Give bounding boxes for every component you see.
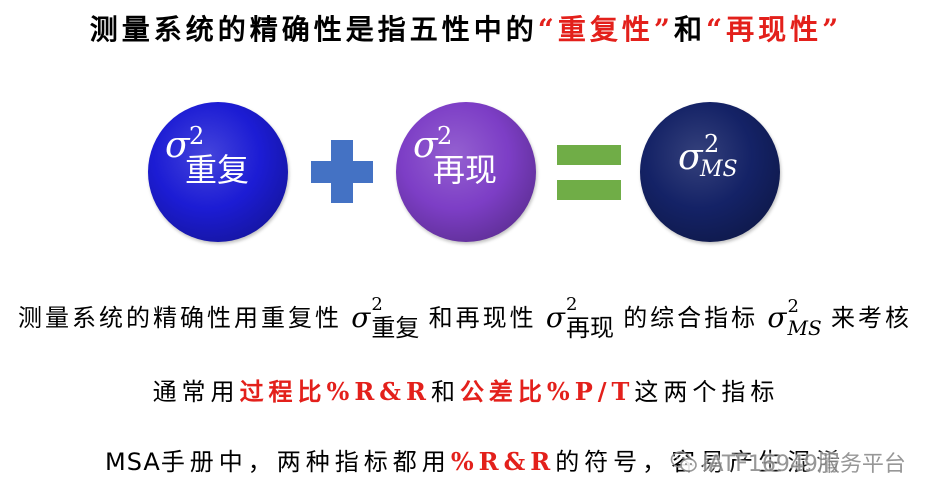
statement-formula-reproducibility: σ 2 再现	[545, 294, 614, 342]
note-msa: MSA	[105, 448, 161, 476]
statement-line: 测量系统的精确性用重复性 σ 2 重复 和再现性 σ 2 再现 的综合指标 σ …	[18, 288, 912, 348]
title-term-reproducibility: “再现性”	[706, 13, 843, 46]
reproducibility-symbol: σ	[413, 125, 438, 166]
equals-icon-bottom	[557, 180, 621, 200]
indicators-part5: 这两个指标	[634, 378, 780, 406]
statement-part1: 测量系统的精确性用重复性	[18, 304, 342, 332]
formula-exponent: 2	[565, 294, 578, 315]
indicator-process-ratio: 过程比%R&R	[239, 377, 431, 406]
ms-exponent: 2	[704, 130, 720, 158]
formula-subscript: 再现	[565, 314, 614, 342]
reproducibility-circle: σ 2 再现	[396, 102, 536, 242]
statement-part2: 和再现性	[428, 304, 537, 332]
formula-symbol: σ	[351, 301, 371, 334]
repeatability-subscript: 重复	[185, 151, 250, 189]
indicators-part3: 和	[430, 378, 460, 406]
repeatability-circle: σ 2 重复	[148, 102, 288, 242]
title-term-repeatability: “重复性”	[537, 13, 674, 46]
ms-subscript: MS	[700, 157, 738, 182]
formula-subscript: MS	[787, 316, 822, 340]
equals-icon-top	[557, 145, 621, 165]
note-symbol-rr: %R&R	[450, 447, 556, 476]
measurement-system-circle: σ 2 MS	[640, 102, 780, 242]
statement-formula-repeatability: σ 2 重复	[351, 294, 420, 342]
reproducibility-subscript: 再现	[433, 151, 498, 189]
watermark-text: IATF16949服务平台	[702, 452, 906, 477]
statement-part4: 来考核	[830, 304, 912, 332]
title-lead: 测量系统的精确性是指五性中的	[89, 13, 538, 46]
formula-exponent: 2	[371, 294, 383, 315]
wechat-icon	[670, 451, 697, 472]
indicators-part1: 通常用	[152, 378, 240, 406]
note-part4: 的符号，容易产生混淆	[555, 448, 846, 476]
indicator-tolerance-ratio: 公差比%P/T	[459, 377, 635, 406]
indicators-line: 通常用过程比%R&R和公差比%P/T这两个指标	[0, 376, 932, 408]
title-conjunction: 和	[674, 13, 707, 46]
formula-subscript: 重复	[371, 314, 420, 342]
note-line: MSA手册中，两种指标都用%R&R的符号，容易产生混淆	[105, 446, 845, 478]
note-part2: 手册中，两种指标都用	[160, 448, 451, 476]
plus-icon-vertical	[331, 140, 353, 203]
slide-title: 测量系统的精确性是指五性中的“重复性”和“再现性”	[40, 12, 892, 48]
watermark: IATF16949服务平台	[670, 446, 906, 478]
formula-exponent: 2	[787, 296, 799, 317]
statement-formula-ms: σ 2 MS	[767, 296, 822, 340]
repeatability-symbol: σ	[165, 125, 190, 166]
formula-symbol: σ	[545, 301, 565, 334]
reproducibility-exponent: 2	[437, 122, 453, 150]
statement-part3: 的综合指标	[623, 304, 759, 332]
repeatability-exponent: 2	[189, 122, 205, 150]
formula-symbol: σ	[767, 301, 787, 334]
ms-symbol: σ	[678, 137, 703, 178]
